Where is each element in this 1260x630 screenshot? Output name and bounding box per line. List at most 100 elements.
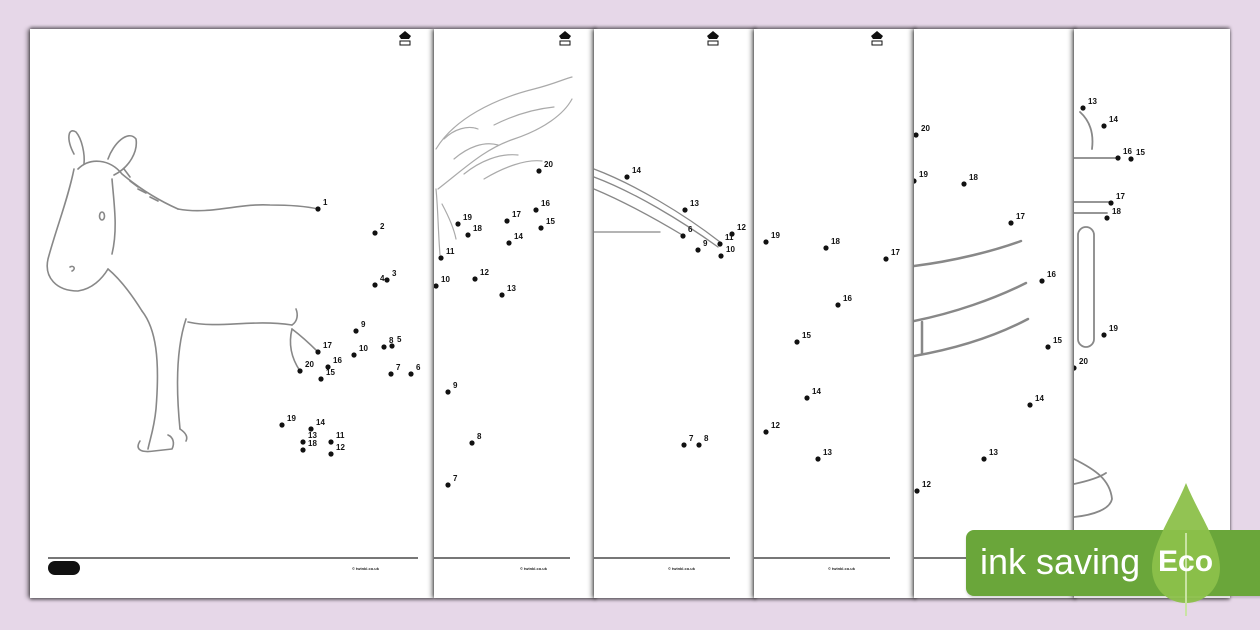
dot-point: 20 (1074, 357, 1088, 371)
brand-logo (48, 561, 80, 575)
wing-outline-drawing (435, 76, 573, 256)
footer-divider (754, 557, 890, 559)
svg-text:17: 17 (1116, 192, 1125, 201)
svg-text:20: 20 (305, 360, 314, 369)
svg-text:16: 16 (1047, 270, 1056, 279)
dot-point: 3 (384, 269, 397, 283)
dot-point: 18 (465, 224, 482, 238)
dot-point: 11 (438, 247, 455, 261)
svg-text:12: 12 (771, 421, 780, 430)
svg-text:6: 6 (688, 225, 693, 234)
footer-divider (594, 557, 730, 559)
dot-point: 13 (682, 199, 699, 213)
dot-point: 14 (308, 418, 325, 432)
trumpet-outline-drawing (594, 168, 721, 248)
svg-text:17: 17 (1016, 212, 1025, 221)
footer-copyright: © twinkl.co.uk (352, 566, 379, 571)
svg-text:20: 20 (544, 160, 553, 169)
svg-text:9: 9 (453, 381, 458, 390)
dot-point: 12 (763, 421, 780, 435)
svg-text:13: 13 (507, 284, 516, 293)
svg-text:5: 5 (397, 335, 402, 344)
dot-point: 12 (328, 443, 345, 457)
dot-point: 13 (1080, 97, 1097, 111)
svg-text:17: 17 (512, 210, 521, 219)
svg-text:4: 4 (380, 274, 385, 283)
svg-text:11: 11 (446, 247, 455, 256)
svg-text:14: 14 (1109, 115, 1118, 124)
svg-text:7: 7 (453, 474, 458, 483)
dot-point: 17 (315, 341, 332, 355)
eco-badge-label: Eco (1158, 545, 1214, 578)
dot-point: 18 (823, 237, 840, 251)
dot-point: 6 (408, 363, 421, 377)
svg-text:11: 11 (725, 233, 734, 242)
ink-saving-label: ink saving (980, 541, 1141, 582)
svg-text:13: 13 (690, 199, 699, 208)
dot-point: 8 (381, 336, 394, 350)
dot-point: 11 (328, 431, 345, 445)
svg-text:2: 2 (380, 222, 385, 231)
dot-point: 9 (353, 320, 366, 334)
svg-text:20: 20 (1079, 357, 1088, 366)
svg-text:9: 9 (703, 239, 708, 248)
dot-point: 18 (961, 173, 978, 187)
dot-point: 14 (624, 166, 641, 180)
dot-point: 10 (718, 245, 735, 259)
svg-text:7: 7 (396, 363, 401, 372)
dot-point: 16 (533, 199, 550, 213)
svg-text:9: 9 (361, 320, 366, 329)
dot-point: 6 (680, 225, 693, 239)
svg-text:15: 15 (802, 331, 811, 340)
dot-point: 10 (351, 344, 368, 358)
svg-text:14: 14 (812, 387, 821, 396)
svg-text:15: 15 (546, 217, 555, 226)
svg-text:14: 14 (316, 418, 325, 427)
dot-point: 15 (1128, 148, 1145, 162)
footer-copyright: © twinkl.co.uk (668, 566, 695, 571)
footer-divider (434, 557, 570, 559)
svg-text:16: 16 (333, 356, 342, 365)
dot-point: 12 (729, 223, 746, 237)
dot-point: 13 (499, 284, 516, 298)
dot-point: 14 (506, 232, 523, 246)
dot-point: 14 (1101, 115, 1118, 129)
svg-text:12: 12 (336, 443, 345, 452)
dot-point: 17 (1108, 192, 1125, 206)
svg-text:19: 19 (287, 414, 296, 423)
dot-point: 9 (445, 381, 458, 395)
svg-text:19: 19 (771, 231, 780, 240)
svg-text:13: 13 (823, 448, 832, 457)
svg-text:3: 3 (392, 269, 397, 278)
dot-point: 2 (372, 222, 385, 236)
dot-point: 19 (279, 414, 296, 428)
dot-point: 19 (1101, 324, 1118, 338)
dot-point: 18 (1104, 207, 1121, 221)
dot-point: 14 (1027, 394, 1044, 408)
dot-point: 13 (815, 448, 832, 462)
dot-point: 15 (538, 217, 555, 231)
svg-text:7: 7 (689, 434, 694, 443)
publisher-logo-icon (871, 31, 883, 46)
dot-point: 8 (469, 432, 482, 446)
dot-point: 12 (472, 268, 489, 282)
svg-text:14: 14 (632, 166, 641, 175)
svg-text:15: 15 (326, 368, 335, 377)
svg-text:13: 13 (989, 448, 998, 457)
svg-text:8: 8 (477, 432, 482, 441)
svg-text:15: 15 (1136, 148, 1145, 157)
dot-point: 13 (300, 431, 317, 445)
dot-point: 20 (297, 360, 314, 374)
svg-text:19: 19 (1109, 324, 1118, 333)
donkey-outline-drawing (46, 130, 319, 453)
dot-point: 15 (794, 331, 811, 345)
